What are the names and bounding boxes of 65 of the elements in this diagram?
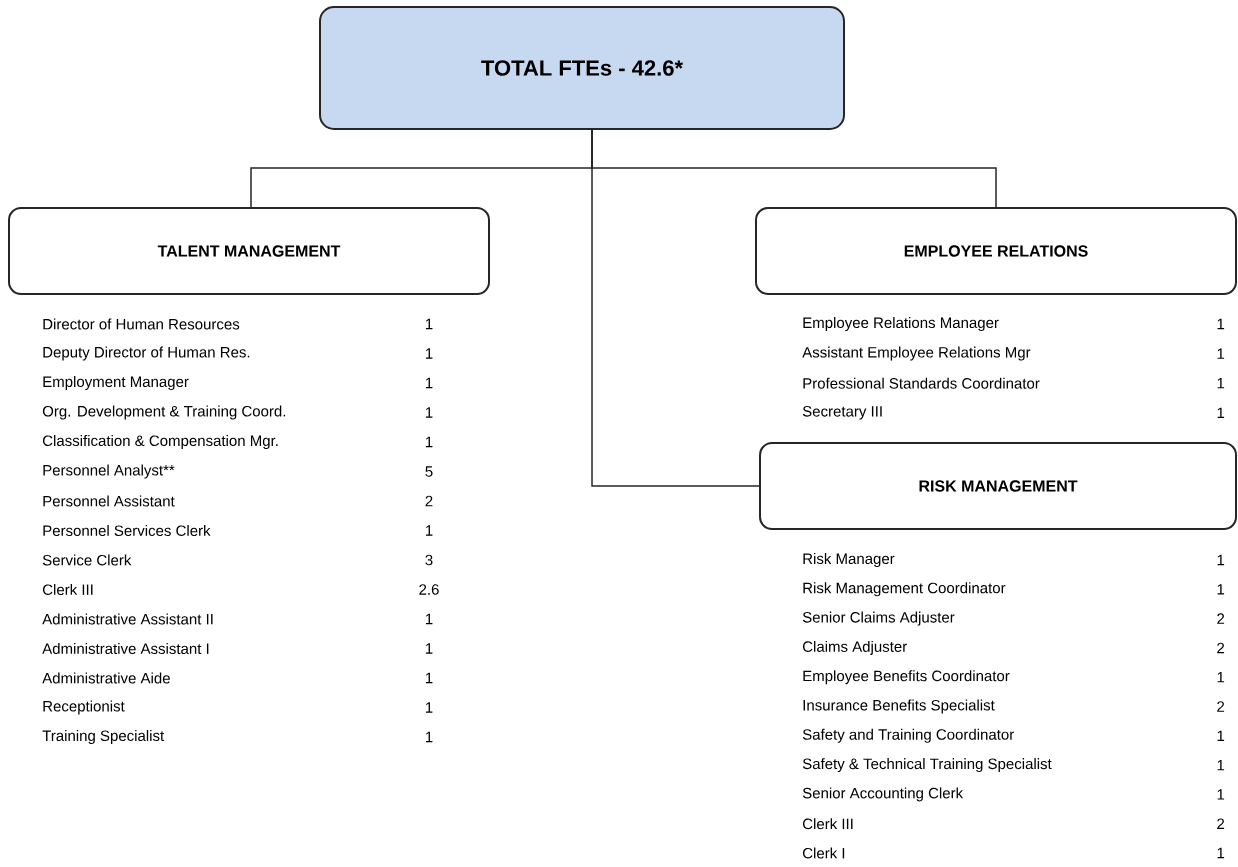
job-title: Assistant Employee Relations Mgr [802,346,1031,361]
position-count: 1 [426,377,433,389]
total-box: TOTAL FTEs - 42.6* [319,6,845,130]
position-count: 1 [426,643,433,654]
department-box: EMPLOYEE RELATIONS [755,207,1237,295]
position-count: 1 [1217,554,1225,566]
job-title: Administrative Assistant II [42,613,213,625]
job-title: Administrative Assistant I [42,643,209,654]
job-title: Personnel Analyst** [43,464,175,479]
position-count: 1 [426,525,433,536]
job-title: Personnel Services Clerk [43,525,211,536]
position-count: 2 [1217,613,1225,624]
position-count: 1 [1217,348,1225,359]
job-title: Director of Human Resources [43,318,240,330]
position-count: 1 [426,731,433,743]
position-count: 5 [425,466,433,477]
position-count: 2 [1217,701,1225,712]
job-title: Classification & Compensation Mgr. [42,435,278,449]
position-count: 1 [1217,730,1225,741]
job-title: Training Specialist [42,730,165,744]
job-title: Senior Accounting Clerk [802,787,964,802]
job-title: Employee Relations Manager [803,317,999,331]
job-title: Deputy Director of Human Res. [43,346,250,361]
position-count: 1 [1217,407,1225,418]
position-count: 1 [426,613,433,625]
job-title: Clerk III [42,584,93,595]
job-title: Safety & Technical Training Specialist [802,758,1052,773]
position-count: 3 [425,554,433,566]
position-count: 1 [426,407,433,418]
job-title: Claims Adjuster [803,640,907,655]
position-count: 1 [1217,318,1225,330]
position-count: 1 [426,348,433,359]
job-title: Employment Manager [43,376,189,390]
job-title: Insurance Benefits Specialist [803,699,995,714]
job-title: Personnel Assistant [43,495,175,507]
job-title: Risk Manager [803,553,895,567]
job-title: Org. Development & Training Coord. [42,405,286,420]
job-title: Employee Benefits Coordinator [803,670,1010,685]
position-count: 1 [1217,847,1225,859]
job-title: Administrative Aide [42,672,170,684]
job-title: Safety and Training Coordinator [802,728,1014,743]
position-count: 1 [426,702,433,713]
job-title: Senior Claims Adjuster [802,611,955,626]
position-count: 2 [1217,642,1225,654]
position-count: 1 [1217,789,1225,800]
position-count: 2.6 [419,584,439,595]
department-box: RISK MANAGEMENT [759,442,1237,530]
connector-line [591,129,760,487]
job-title: Risk Management Coordinator [803,582,1006,597]
position-count: 1 [1217,378,1225,389]
job-title: Receptionist [43,700,125,715]
job-title: Professional Standards Coordinator [803,377,1040,389]
position-count: 2 [1217,818,1225,829]
position-count: 1 [1217,584,1225,595]
job-title: Service Clerk [42,554,132,566]
position-count: 2 [425,495,433,507]
department-box: TALENT MANAGEMENT [8,207,490,295]
position-count: 1 [426,436,433,448]
position-count: 1 [426,318,433,330]
position-count: 1 [426,672,433,684]
job-title: Clerk III [803,818,853,830]
position-count: 1 [1217,759,1225,771]
position-count: 1 [1217,672,1225,683]
job-title: Secretary III [802,406,882,420]
job-title: Clerk I [803,847,845,859]
